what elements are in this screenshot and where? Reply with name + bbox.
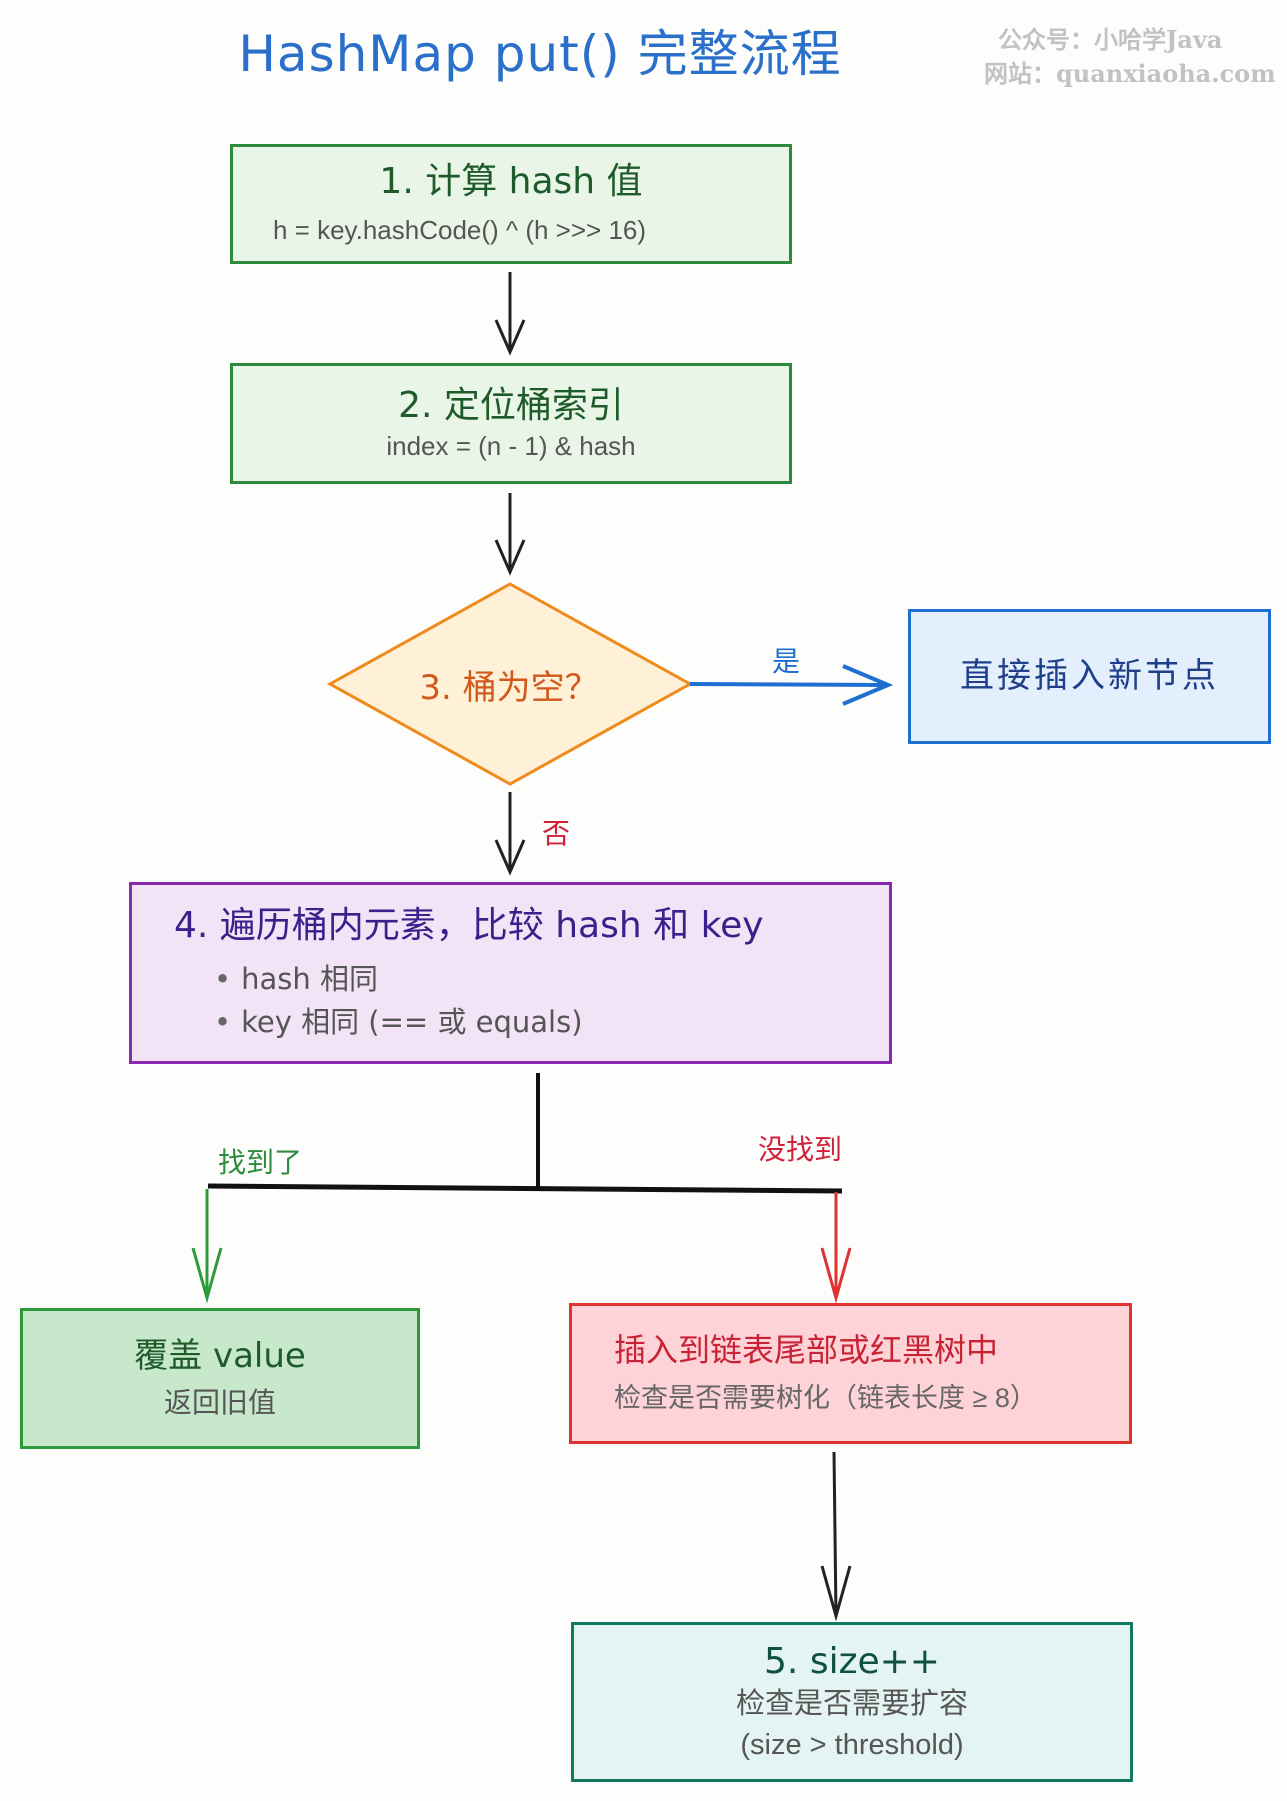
node-subtitle-threshold: (size > threshold) [740,1728,964,1761]
node-step3-bucket-empty: 3. 桶为空？ [419,668,599,708]
list-item: key 相同 (== 或 equals) [214,1001,582,1043]
edge-label-yes: 是 [772,645,801,678]
node-title: 1. 计算 hash 值 [379,161,643,203]
arrow-step2-to-step3 [494,493,526,576]
list-item: hash 相同 [214,958,583,1000]
diagram-title: HashMap put() 完整流程 [238,25,842,83]
node-title: 2. 定位桶索引 [398,384,624,426]
node-step2-bucket-index: 2. 定位桶索引 index = (n - 1) & hash [230,363,792,484]
node-step5-size-increment: 5. size++ 检查是否需要扩容 (size > threshold) [571,1622,1133,1782]
node-formula: h = key.hashCode() ^ (h >>> 16) [273,215,647,246]
arrow-step1-to-step2 [494,272,526,356]
edge-label-not-found: 没找到 [758,1133,843,1166]
watermark-website: 网站：quanxiaoha.com [984,59,1276,88]
arrow-yes-to-direct-insert [689,664,894,706]
node-subtitle: 返回旧值 [163,1387,276,1419]
node-title: 直接插入新节点 [960,656,1219,697]
edge-label-no: 否 [542,817,571,850]
node-title: 插入到链表尾部或红黑树中 [614,1330,999,1369]
node-subtitle: 检查是否需要树化（链表长度 ≥ 8） [614,1382,1037,1413]
node-title: 5. size++ [764,1640,940,1682]
arrow-notfound-to-insert [820,1192,852,1304]
branch-connector [207,1073,843,1194]
node-direct-insert: 直接插入新节点 [908,609,1271,744]
arrow-found-to-overwrite [191,1189,223,1304]
compare-criteria-list: hash 相同 key 相同 (== 或 equals) [174,958,583,1043]
node-overwrite-value: 覆盖 value 返回旧值 [20,1308,420,1449]
node-step4-traverse: 4. 遍历桶内元素，比较 hash 和 key hash 相同 key 相同 (… [129,882,892,1064]
arrow-insert-to-step5 [820,1451,852,1622]
node-step1-compute-hash: 1. 计算 hash 值 h = key.hashCode() ^ (h >>>… [230,144,792,264]
watermark-wechat: 公众号：小哈学Java [998,25,1223,54]
node-subtitle: 检查是否需要扩容 [735,1687,968,1720]
node-title: 4. 遍历桶内元素，比较 hash 和 key [174,905,764,947]
node-title: 覆盖 value [134,1335,306,1376]
node-formula: index = (n - 1) & hash [386,430,636,461]
arrow-no-to-step4 [494,792,526,876]
decision-diamond [326,582,694,786]
edge-label-found: 找到了 [218,1146,303,1179]
node-insert-tail-or-tree: 插入到链表尾部或红黑树中 检查是否需要树化（链表长度 ≥ 8） [569,1303,1132,1444]
